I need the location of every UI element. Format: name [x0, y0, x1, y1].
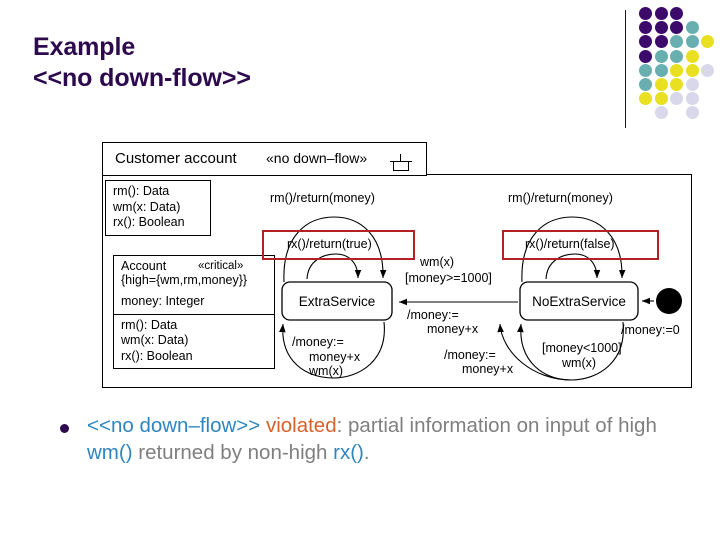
bullet-segment-5: rx()	[333, 441, 364, 464]
decorative-dot-grid	[639, 7, 717, 120]
interface-operations: rm(): Data wm(x: Data) rx(): Boolean	[106, 181, 210, 235]
bullet-segment-2: : partial information on input of high	[336, 414, 657, 437]
right-bottom-label-1: wm(x)	[561, 356, 596, 370]
account-class-name: Account	[121, 259, 167, 273]
account-attr-0: money: Integer	[121, 294, 205, 308]
decor-dot	[670, 35, 683, 49]
left-bottom-label-0: /money:=	[292, 335, 344, 349]
initial-pseudostate-group: /money:=0	[621, 288, 682, 337]
decor-dot	[639, 63, 652, 77]
decor-dot	[639, 92, 652, 106]
decor-dot	[654, 106, 668, 120]
account-op-1: wm(x: Data)	[121, 333, 189, 347]
highlight-rect-right	[502, 230, 659, 260]
decor-dot	[670, 21, 683, 35]
decor-dot	[685, 92, 699, 106]
decor-dot	[685, 49, 699, 63]
interface-op-1: wm(x: Data)	[113, 199, 181, 214]
account-attributes: money: Integer	[114, 291, 274, 314]
bullet-segment-3: wm()	[87, 441, 133, 464]
decor-dot	[670, 92, 683, 106]
account-operations: rm(): Data wm(x: Data) rx(): Boolean	[114, 313, 274, 369]
decor-dot	[639, 49, 652, 63]
interface-op-2: rx(): Boolean	[113, 215, 185, 229]
initial-transition-label: /money:=0	[621, 323, 680, 337]
frame-title: Customer account	[115, 150, 237, 167]
decor-dot	[670, 63, 683, 77]
bullet-segment-0: <<no down–flow>>	[87, 414, 266, 437]
highlight-rect-left	[262, 230, 415, 260]
constraint-tag-icon	[390, 154, 412, 171]
decor-dot	[654, 92, 668, 106]
bullet-segment-4: returned by non-high	[132, 441, 334, 464]
extra-service-group: rm()/return(money) rx()/return(true) Ext…	[270, 191, 393, 379]
transition-to-extra-service: wm(x) [money>=1000] /money:= money+x	[398, 255, 518, 336]
mid-label-action-1: money+x	[427, 322, 479, 336]
left-bottom-label-1: money+x	[309, 350, 361, 364]
decor-dot	[639, 78, 652, 91]
decor-dot	[654, 35, 668, 49]
decor-dot	[639, 35, 652, 49]
bullet-segment-1: violated	[265, 414, 337, 437]
decor-dot	[670, 7, 683, 20]
no-extra-service-group: rm()/return(money) rx()/return(false) No…	[508, 191, 639, 381]
decor-dot	[654, 21, 668, 35]
decor-dot	[685, 21, 699, 35]
initial-pseudostate	[656, 288, 682, 314]
bullet-text: <<no down–flow>> violated: partial infor…	[87, 412, 682, 466]
decor-dot	[701, 35, 714, 49]
decor-dot	[685, 35, 699, 49]
mid-label-guard: [money>=1000]	[405, 271, 492, 285]
account-class-box: Account «critical» {high={wm,rm,money}} …	[113, 255, 275, 369]
bullet-block: <<no down–flow>> violated: partial infor…	[57, 412, 682, 466]
bullet-marker-icon	[60, 424, 69, 433]
account-tagged-values: {high={wm,rm,money}}	[121, 273, 248, 287]
interface-op-0: rm(): Data	[113, 184, 170, 198]
decor-dot	[670, 78, 683, 91]
decor-dot	[685, 63, 699, 77]
state-extra-service	[281, 281, 393, 321]
decor-dot	[654, 78, 668, 91]
decor-dot	[685, 106, 699, 120]
transition-to-no-extra-service: /money:= money+x	[444, 323, 573, 381]
left-self-transition-label: rx()/return(true)	[287, 237, 372, 251]
decor-dot	[654, 7, 668, 20]
uml-diagram: Customer account «no down–flow» rm(): Da…	[102, 142, 694, 390]
decor-dot	[685, 78, 699, 91]
frame-stereotype: «no down–flow»	[266, 150, 368, 166]
decor-dot	[701, 63, 714, 77]
header-vertical-rule	[625, 10, 626, 128]
page-title-line-2: <<no down-flow>>	[33, 64, 251, 92]
state-extra-service-label: ExtraService	[299, 294, 376, 309]
mid-label-wm: wm(x)	[419, 255, 454, 269]
back-label-0: /money:=	[444, 348, 496, 362]
state-machine-graphic: rm()/return(money) rx()/return(true) Ext…	[270, 191, 682, 381]
back-label-1: money+x	[462, 362, 514, 376]
page-title: Example <<no down-flow>>	[33, 32, 593, 94]
decor-dot	[654, 49, 668, 63]
right-bottom-label-0: [money<1000]	[542, 341, 622, 355]
mid-label-action-0: /money:=	[407, 308, 459, 322]
state-no-extra-service	[519, 281, 639, 321]
page-title-line-1: Example	[33, 33, 136, 61]
right-self-transition-label: rx()/return(false)	[525, 237, 615, 251]
state-no-extra-service-label: NoExtraService	[532, 294, 626, 309]
left-top-transition-label: rm()/return(money)	[270, 191, 375, 205]
right-top-transition-label: rm()/return(money)	[508, 191, 613, 205]
bullet-segment-6: .	[363, 441, 370, 464]
decor-dot	[639, 21, 652, 35]
left-bottom-label-2: wm(x)	[308, 364, 343, 378]
decor-dot	[670, 49, 683, 63]
decor-dot	[639, 7, 652, 20]
account-op-0: rm(): Data	[121, 317, 178, 332]
account-stereotype: «critical»	[198, 260, 244, 272]
diagram-frame-header: Customer account «no down–flow»	[102, 142, 427, 176]
decor-dot	[654, 63, 668, 77]
account-name-compartment: Account «critical» {high={wm,rm,money}}	[114, 256, 274, 291]
account-op-2: rx(): Boolean	[121, 348, 193, 363]
interface-class-box: rm(): Data wm(x: Data) rx(): Boolean	[105, 180, 211, 236]
